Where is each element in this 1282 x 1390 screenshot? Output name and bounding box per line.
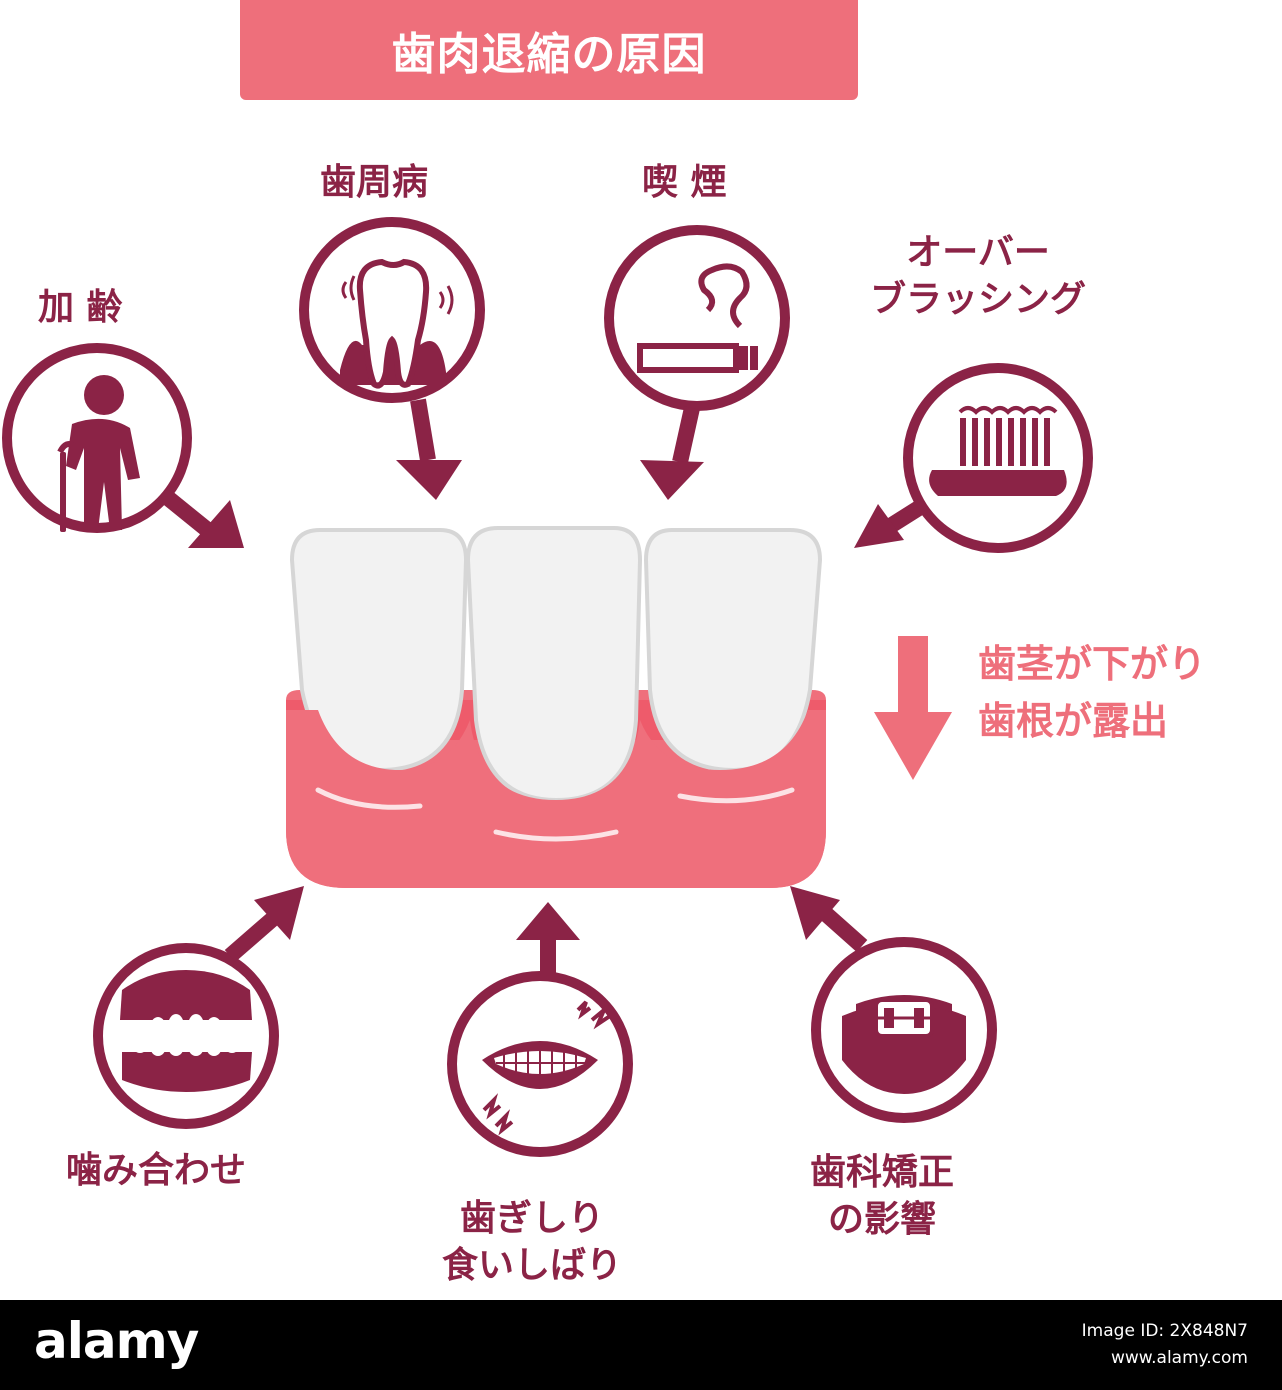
footer-bar bbox=[0, 1300, 1282, 1390]
smoking-arrow bbox=[640, 406, 704, 500]
cigarette-icon bbox=[637, 263, 758, 373]
tooth-right bbox=[643, 528, 823, 773]
site-url: www.alamy.com bbox=[1110, 1348, 1248, 1369]
toothbrush-icon bbox=[929, 406, 1067, 496]
clenched-teeth-icon bbox=[482, 1000, 612, 1136]
orthodontics-icon-group bbox=[811, 937, 997, 1123]
image-id: Image ID: 2X848N7 bbox=[1081, 1321, 1248, 1341]
label-aging: 加 齢 bbox=[38, 287, 123, 328]
orthodontics-arrow bbox=[790, 886, 868, 952]
overbrushing-icon-group bbox=[903, 363, 1093, 553]
page-title: 歯肉退縮の原因 bbox=[391, 29, 707, 80]
shaking-tooth-icon bbox=[340, 258, 454, 389]
bite-icon-group bbox=[93, 943, 279, 1129]
smoking-icon-group bbox=[604, 225, 790, 411]
label-bite: 噛み合わせ bbox=[66, 1150, 247, 1191]
diagram-canvas bbox=[2, 217, 1093, 1157]
overbrushing-arrow bbox=[854, 499, 927, 548]
label-periodontal: 歯周病 bbox=[320, 162, 429, 203]
label-overbrushing: オーバー ブラッシング bbox=[870, 232, 1087, 320]
bruxism-arrow bbox=[516, 902, 580, 976]
aging-icon-group bbox=[2, 343, 192, 533]
periodontal-arrow bbox=[396, 398, 462, 500]
label-orthodontics: 歯科矯正 の影響 bbox=[810, 1152, 955, 1240]
aging-arrow bbox=[162, 491, 244, 548]
recession-arrow bbox=[874, 636, 952, 780]
teeth-gum-illustration bbox=[286, 526, 826, 888]
label-bruxism: 歯ぎしり 食いしばり bbox=[442, 1198, 623, 1286]
elderly-person-icon bbox=[57, 375, 140, 532]
label-smoking: 喫 煙 bbox=[642, 162, 727, 203]
bite-arrow bbox=[224, 886, 304, 963]
bruxism-icon-group bbox=[447, 971, 633, 1157]
footer-info: Image ID: 2X848N7 www.alamy.com bbox=[1082, 1318, 1248, 1372]
braces-icon bbox=[842, 995, 966, 1094]
periodontal-icon-group bbox=[299, 217, 485, 403]
effect-label: 歯茎が下がり 歯根が露出 bbox=[978, 642, 1207, 743]
title-banner: 歯肉退縮の原因 bbox=[240, 0, 858, 100]
tooth-middle bbox=[465, 526, 643, 803]
dentures-icon bbox=[120, 970, 252, 1092]
alamy-logo: alamy bbox=[34, 1312, 199, 1370]
